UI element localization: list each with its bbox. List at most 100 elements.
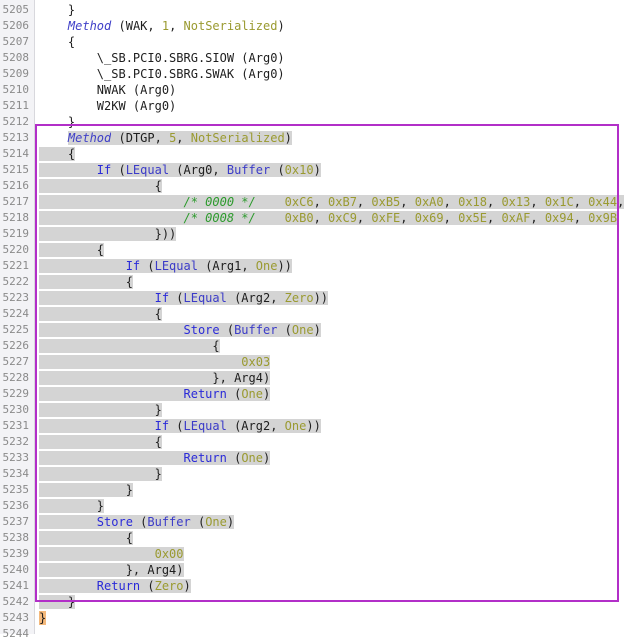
code-line[interactable]: 5229 Return (One) [0, 386, 631, 402]
line-number: 5224 [2, 307, 30, 320]
code-token: , [530, 195, 545, 209]
code-token: , [443, 195, 459, 209]
code-line[interactable]: 5226 { [0, 338, 631, 354]
code-line[interactable]: 5236 } [0, 498, 631, 514]
line-number: 5241 [2, 579, 30, 592]
code-line[interactable]: 5218 /* 0008 */ 0xB0, 0xC9, 0xFE, 0x69, … [0, 210, 631, 226]
code-line[interactable]: 5215 If (LEqual (Arg0, Buffer (0x10) [0, 162, 631, 178]
code-line[interactable]: 5235 } [0, 482, 631, 498]
code-token: , [400, 211, 415, 225]
code-token: /* 0000 */ [183, 195, 256, 209]
code-token: { [39, 275, 133, 289]
code-token: ( [169, 291, 184, 305]
code-token [39, 451, 184, 465]
code-line[interactable]: 5207 { [0, 34, 631, 50]
code-line[interactable]: 5212 } [0, 114, 631, 130]
code-token: , [443, 211, 459, 225]
code-text: \_SB.PCI0.SBRG.SWAK (Arg0) [39, 66, 285, 82]
code-line[interactable]: 5233 Return (One) [0, 450, 631, 466]
code-line[interactable]: 5241 Return (Zero) [0, 578, 631, 594]
line-number: 5231 [2, 419, 30, 432]
code-token [39, 419, 155, 433]
code-token: Method [67, 131, 112, 145]
code-line[interactable]: 5209 \_SB.PCI0.SBRG.SWAK (Arg0) [0, 66, 631, 82]
code-line[interactable]: 5242 } [0, 594, 631, 610]
line-number: 5216 [2, 179, 30, 192]
code-text: /* 0000 */ 0xC6, 0xB7, 0xB5, 0xA0, 0x18,… [39, 194, 625, 210]
code-text: } [39, 2, 75, 18]
line-number: 5226 [2, 339, 30, 352]
code-token: }, Arg4) [39, 563, 184, 577]
code-token [39, 579, 97, 593]
code-line[interactable]: 5224 { [0, 306, 631, 322]
code-text: { [39, 306, 162, 322]
code-token: ) [284, 131, 292, 145]
code-line[interactable]: 5240 }, Arg4) [0, 562, 631, 578]
code-text: } [39, 610, 47, 626]
code-token: } [39, 467, 162, 481]
code-token: 0x10 [284, 163, 314, 177]
code-text: If (LEqual (Arg2, Zero)) [39, 290, 329, 306]
code-line[interactable]: 5205 } [0, 2, 631, 18]
code-token: NotSerialized [183, 19, 278, 33]
code-line[interactable]: 5220 { [0, 242, 631, 258]
code-line[interactable]: 5223 If (LEqual (Arg2, Zero)) [0, 290, 631, 306]
code-token: One [241, 387, 263, 401]
code-token: 1 [161, 19, 170, 33]
line-number: 5232 [2, 435, 30, 448]
code-line[interactable]: 5228 }, Arg4) [0, 370, 631, 386]
code-line[interactable]: 5214 { [0, 146, 631, 162]
code-token: ( [190, 515, 206, 529]
code-token [39, 195, 184, 209]
line-number: 5218 [2, 211, 30, 224]
code-line[interactable]: 5230 } [0, 402, 631, 418]
code-line[interactable]: 5244 [0, 626, 631, 642]
code-text: Method (DTGP, 5, NotSerialized) [39, 130, 292, 146]
code-text: { [39, 434, 162, 450]
code-token: One [291, 323, 314, 337]
code-token: )) [313, 291, 329, 305]
code-token: (Arg0, [169, 163, 227, 177]
code-line[interactable]: 5237 Store (Buffer (One) [0, 514, 631, 530]
code-token: One [241, 451, 263, 465]
code-token [39, 131, 68, 145]
code-line[interactable]: 5231 If (LEqual (Arg2, One)) [0, 418, 631, 434]
code-token: 0x03 [241, 355, 271, 369]
code-line[interactable]: 5211 W2KW (Arg0) [0, 98, 631, 114]
code-line[interactable]: 5225 Store (Buffer (One) [0, 322, 631, 338]
code-line[interactable]: 5238 { [0, 530, 631, 546]
code-line[interactable]: 5221 If (LEqual (Arg1, One)) [0, 258, 631, 274]
code-line[interactable]: 5210 NWAK (Arg0) [0, 82, 631, 98]
code-token: 0x18 [458, 195, 487, 209]
code-text: })) [39, 226, 177, 242]
code-line[interactable]: 5232 { [0, 434, 631, 450]
code-token: }, Arg4) [39, 371, 271, 385]
line-number: 5227 [2, 355, 30, 368]
code-text: }, Arg4) [39, 562, 184, 578]
code-token: Return [183, 451, 227, 465]
code-line[interactable]: 5206 Method (WAK, 1, NotSerialized) [0, 18, 631, 34]
code-token: 0x00 [154, 547, 184, 561]
code-token [255, 195, 285, 209]
code-line[interactable]: 5219 })) [0, 226, 631, 242]
code-text: Store (Buffer (One) [39, 514, 235, 530]
code-token: Method [67, 19, 112, 33]
code-token: 0xC6 [284, 195, 314, 209]
code-text: \_SB.PCI0.SBRG.SIOW (Arg0) [39, 50, 285, 66]
code-token: ( [111, 163, 126, 177]
code-line[interactable]: 5243} [0, 610, 631, 626]
code-line[interactable]: 5208 \_SB.PCI0.SBRG.SIOW (Arg0) [0, 50, 631, 66]
code-line[interactable]: 5234 } [0, 466, 631, 482]
code-line[interactable]: 5216 { [0, 178, 631, 194]
code-line[interactable]: 5239 0x00 [0, 546, 631, 562]
code-token: 0x13 [501, 195, 531, 209]
code-token: { [39, 307, 162, 321]
code-line[interactable]: 5222 { [0, 274, 631, 290]
code-token: 0x5E [458, 211, 487, 225]
code-line[interactable]: 5227 0x03 [0, 354, 631, 370]
code-token: One [255, 259, 278, 273]
code-line[interactable]: 5213 Method (DTGP, 5, NotSerialized) [0, 130, 631, 146]
code-line[interactable]: 5217 /* 0000 */ 0xC6, 0xB7, 0xB5, 0xA0, … [0, 194, 631, 210]
code-token: ( [169, 419, 184, 433]
